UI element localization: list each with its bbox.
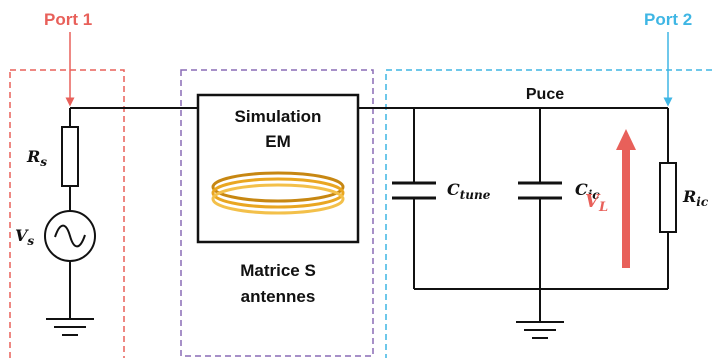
em-region-box: [180, 69, 374, 357]
cic-label: Cic: [575, 180, 600, 202]
ac-source-icon: [44, 210, 96, 262]
ground-icon: [516, 321, 564, 339]
port2-label: Port 2: [644, 10, 692, 29]
capacitor-icon: [392, 181, 436, 200]
rs-label: Rs: [26, 147, 47, 169]
em-title-line1: Simulation: [235, 107, 322, 126]
ric-label: Ric: [682, 187, 709, 209]
vs-label: Vs: [15, 226, 34, 248]
ctune-label: Ctune: [447, 180, 491, 202]
chip-region-box: [385, 69, 712, 358]
capacitor-icon: [518, 181, 562, 200]
coil-icon: [211, 171, 345, 215]
em-caption-line2: antennes: [241, 287, 316, 306]
wires: [69, 107, 669, 321]
chip-title: Puce: [526, 86, 564, 103]
port1-label: Port 1: [44, 10, 92, 29]
resistor-icon: [61, 126, 79, 187]
em-caption-line1: Matrice S: [240, 261, 316, 280]
vl-arrow-icon: [616, 129, 636, 268]
vl-label: VL: [585, 191, 608, 215]
em-title-line2: EM: [265, 132, 291, 151]
resistor-icon: [659, 162, 677, 233]
ground-icon: [46, 318, 94, 336]
source-region-box: [9, 69, 125, 358]
em-simulation-box: [196, 93, 360, 244]
